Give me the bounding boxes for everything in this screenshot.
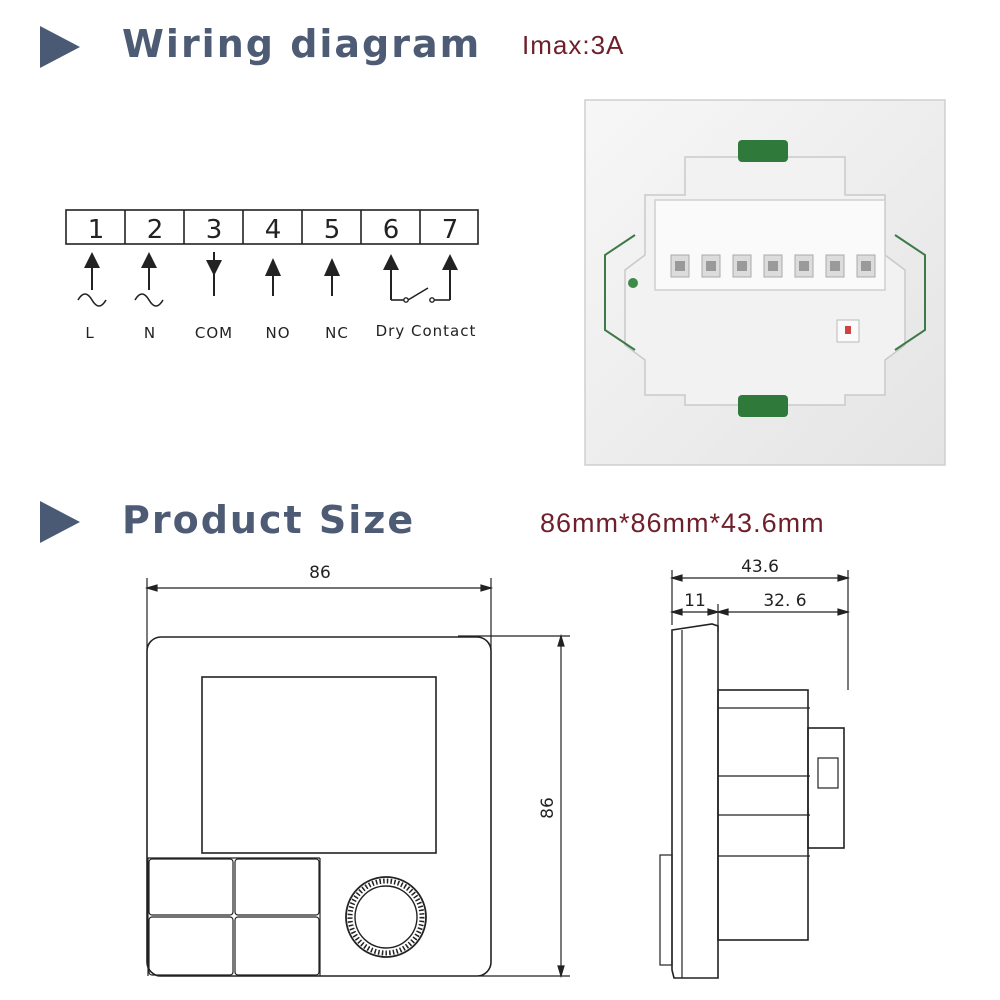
label-no: NO [265,324,290,342]
product-size-title: Product Size [122,498,416,542]
label-n: N [144,324,156,342]
side-front-label: 11 [684,591,706,611]
front-height-label: 86 [538,797,558,819]
label-com: COM [195,324,233,342]
wiring-title: Wiring diagram [122,22,482,66]
wiring-diagram: 1 2 3 4 5 6 7 L N [65,209,479,342]
label-nc: NC [325,324,349,342]
side-back-label: 32. 6 [763,591,806,611]
side-depth-label: 43.6 [741,557,779,577]
section-arrow-icon [40,501,80,543]
label-dry-contact: Dry Contact [376,322,477,340]
terminal-1: 1 [88,215,105,245]
product-size-spec: 86mm*86mm*43.6mm [540,508,825,538]
terminal-6: 6 [383,215,400,245]
terminal-3: 3 [206,215,223,245]
label-l: L [85,324,94,342]
terminal-7: 7 [442,215,459,245]
device-back-image [584,99,946,466]
terminal-2: 2 [147,215,164,245]
imax-label: Imax:3A [522,30,625,60]
section-arrow-icon [40,26,80,68]
front-view-drawing: 86 86 [144,563,570,979]
side-view-drawing: 43.6 11 32. 6 [659,557,851,979]
terminal-4: 4 [265,215,282,245]
front-width-label: 86 [309,563,331,583]
terminal-5: 5 [324,215,341,245]
